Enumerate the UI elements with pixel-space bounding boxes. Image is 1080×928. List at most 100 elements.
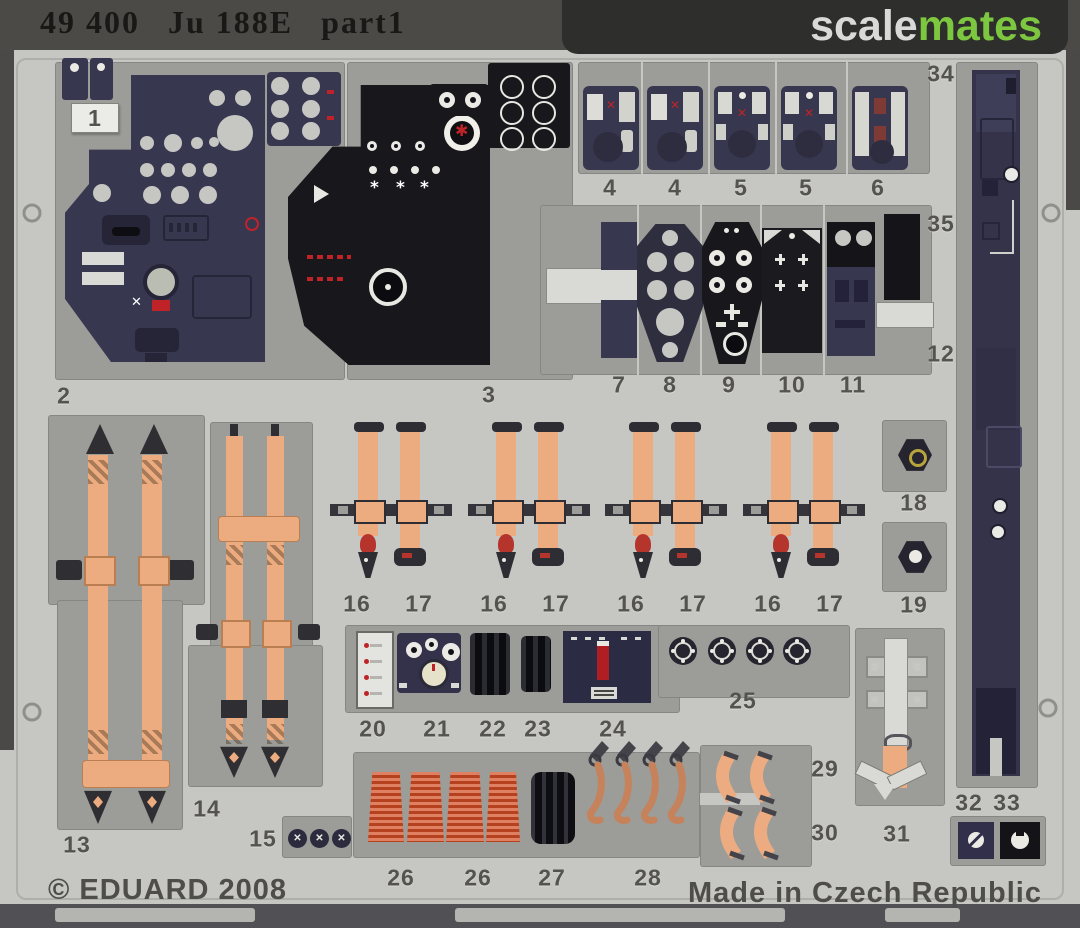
part-25-dial-1 — [669, 637, 697, 665]
mid-notch — [847, 506, 857, 514]
dial-mark — [681, 639, 685, 643]
dial-mark — [758, 659, 762, 663]
part-7-white-bar — [546, 268, 604, 304]
hanger — [629, 422, 659, 432]
part-number: part1 — [321, 4, 406, 40]
detail — [651, 94, 667, 120]
detail — [825, 124, 835, 140]
part-label-33: 33 — [993, 789, 1021, 816]
part-label-30: 30 — [811, 819, 839, 846]
detail — [874, 98, 886, 114]
part-32-knob — [958, 822, 994, 859]
part-15-rosette-3: ✕ — [332, 829, 351, 848]
part-top-square-5 — [852, 86, 908, 170]
part-25-dial-4 — [783, 637, 811, 665]
detail — [683, 92, 699, 122]
buckle-frame — [534, 500, 566, 524]
sheet-hole-1 — [22, 203, 42, 223]
boot — [771, 552, 791, 578]
part-label-19: 19 — [900, 591, 928, 618]
part-label-32: 32 — [955, 789, 983, 816]
part-12-black-bar — [884, 214, 920, 300]
boot-dot — [502, 558, 506, 562]
detail — [870, 140, 894, 164]
dial-mark — [768, 649, 772, 653]
part-22-ribbed-plate — [470, 633, 510, 695]
part-26-corrugated-2 — [407, 772, 444, 842]
dial-mark — [795, 639, 799, 643]
part-label-11: 11 — [839, 371, 867, 398]
part-top-square-3: ✕ — [714, 86, 770, 170]
part-label-25: 25 — [729, 687, 757, 714]
part-3-arrow-tab — [305, 178, 339, 210]
part-26-corrugated-4 — [486, 772, 520, 842]
detail — [587, 94, 603, 120]
part-label-2: 2 — [57, 382, 71, 409]
part-25-dial-3 — [746, 637, 774, 665]
part-label-23: 23 — [524, 715, 552, 742]
part-label-4: 4 — [603, 174, 617, 201]
part-3-mini-panel — [430, 84, 488, 116]
part-23-ribbed-plate — [521, 636, 551, 692]
part-top-square-1: ✕ — [583, 86, 639, 170]
part-label-28: 28 — [634, 864, 662, 891]
part-33-knob — [1000, 822, 1040, 859]
hanger — [809, 422, 839, 432]
detail — [785, 92, 799, 114]
part-label-13: 13 — [63, 831, 91, 858]
part-16-17-belt-block-4 — [743, 418, 865, 590]
mid-notch — [476, 506, 486, 514]
dial-mark — [710, 649, 714, 653]
belt-17-strap — [400, 432, 420, 548]
detail — [819, 92, 833, 114]
part-label-16: 16 — [617, 590, 645, 617]
part-3-dial-grid — [488, 63, 570, 151]
hanger — [396, 422, 426, 432]
dial-mark — [785, 649, 789, 653]
detail — [716, 124, 726, 140]
part-label-31: 31 — [883, 820, 911, 847]
detail — [752, 92, 766, 114]
boot — [358, 552, 378, 578]
part-label-7: 7 — [612, 371, 626, 398]
part-label-27: 27 — [538, 864, 566, 891]
part-label-16: 16 — [480, 590, 508, 617]
mid-notch — [613, 506, 623, 514]
part-1-piece-b — [90, 58, 113, 100]
mid-notch — [751, 506, 761, 514]
part-26-corrugated-3 — [446, 772, 484, 842]
sheet-edge-left — [0, 44, 14, 750]
belt-17-strap — [538, 432, 558, 548]
plate-part-14-bottom — [188, 645, 323, 787]
detail — [758, 124, 768, 140]
sheet-edge-tab — [55, 908, 255, 922]
buckle-frame — [767, 500, 799, 524]
part-label-34: 34 — [927, 60, 955, 87]
part-label-12: 12 — [927, 340, 955, 367]
part-25-dial-2 — [708, 637, 736, 665]
dial-mark — [681, 659, 685, 663]
part-label-14: 14 — [193, 795, 221, 822]
catalog-number: 49 400 — [40, 4, 140, 40]
part-29-30-curved-straps — [716, 750, 779, 861]
detail — [874, 126, 886, 142]
end-buckle-red — [402, 553, 412, 558]
part-27-ribbed-pad — [531, 772, 575, 844]
part-label-10: 10 — [778, 371, 806, 398]
detail — [593, 132, 623, 162]
detail: ✕ — [737, 106, 748, 120]
part-11-panel — [827, 222, 875, 356]
part-label-16: 16 — [754, 590, 782, 617]
sheet-edge-tab — [885, 908, 960, 922]
end-buckle-red — [677, 553, 687, 558]
mid-notch — [434, 506, 444, 514]
buckle-frame — [396, 500, 428, 524]
part-label-5: 5 — [734, 174, 748, 201]
part-21-gauge-panel — [397, 633, 461, 693]
boot-dot — [639, 558, 643, 562]
detail — [739, 92, 746, 99]
part-label-29: 29 — [811, 755, 839, 782]
dial-mark — [720, 639, 724, 643]
hanger — [492, 422, 522, 432]
dial-mark — [720, 659, 724, 663]
